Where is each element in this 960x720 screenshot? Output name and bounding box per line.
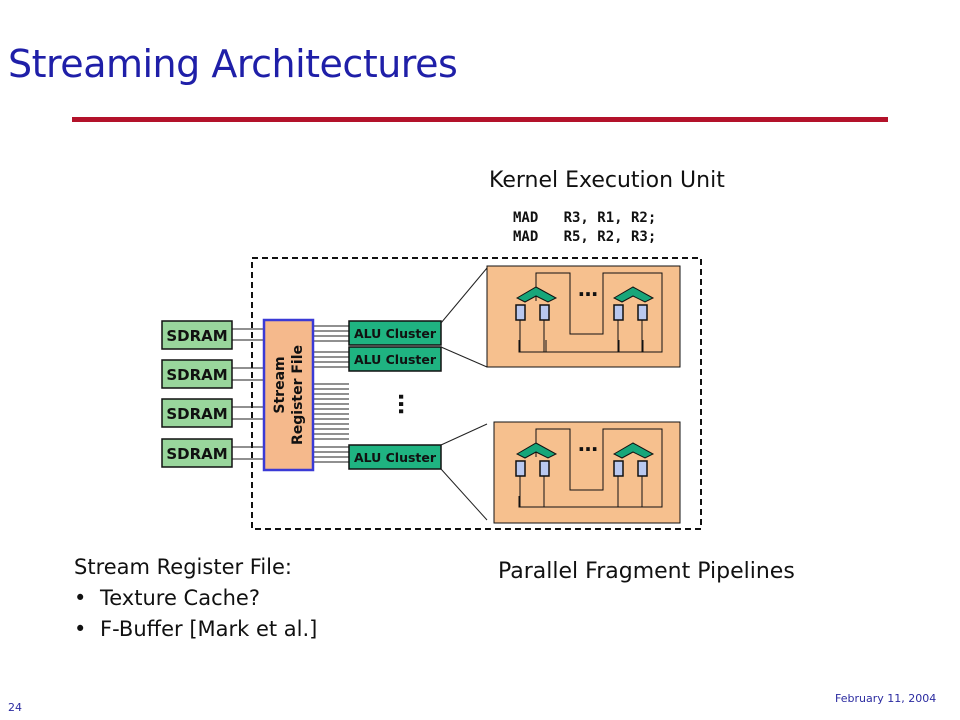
stream-register-file: Stream Register File (262, 318, 315, 472)
bullet-icon: • (74, 586, 87, 610)
pipeline-ellipsis: … (578, 432, 598, 456)
page-number: 24 (8, 701, 22, 714)
register-icon (515, 460, 526, 477)
slide-title: Streaming Architectures (8, 42, 458, 86)
notes-bullet-text: Texture Cache? (100, 586, 261, 610)
register-icon (539, 304, 550, 321)
sdram-bank-3: SDRAM (161, 398, 233, 428)
alu-cluster-2: ALU Cluster (348, 346, 442, 372)
pipeline-ellipsis: … (578, 277, 598, 301)
register-icon (637, 304, 648, 321)
alu-unit-icon (612, 442, 655, 459)
fragment-pipeline-top: … (486, 265, 681, 368)
title-rule (72, 117, 888, 122)
notes-bullet-list: • Texture Cache? • F-Buffer [Mark et al.] (74, 583, 317, 645)
register-icon (539, 460, 550, 477)
dashed-boundary (251, 257, 702, 530)
alu-cluster-label: ALU Cluster (354, 450, 437, 465)
alu-unit-icon (515, 442, 558, 459)
sdram-label: SDRAM (166, 405, 227, 423)
srf-label-line-1: Stream (272, 356, 288, 413)
register-icon (515, 304, 526, 321)
notes-bullet: • Texture Cache? (74, 583, 317, 614)
alu-cluster-1: ALU Cluster (348, 320, 442, 346)
notes-bullet-text: F-Buffer [Mark et al.] (100, 617, 318, 641)
code-line-2: MAD R5, R2, R3; (513, 229, 657, 245)
sdram-bank-2: SDRAM (161, 359, 233, 389)
bullet-icon: • (74, 617, 87, 641)
alu-cluster-label: ALU Cluster (354, 352, 437, 367)
notes-heading: Stream Register File: (74, 555, 293, 579)
sdram-label: SDRAM (166, 366, 227, 384)
notes-bullet: • F-Buffer [Mark et al.] (74, 614, 317, 645)
alu-unit-icon (515, 286, 558, 303)
sdram-links (232, 328, 264, 460)
srf-notes: Stream Register File: • Texture Cache? • F… (74, 552, 317, 645)
sdram-bank-1: SDRAM (161, 320, 233, 350)
fragment-pipeline-bottom: … (493, 421, 681, 524)
sdram-label: SDRAM (166, 445, 227, 463)
register-icon (637, 460, 648, 477)
parallel-fragment-pipelines-label: Parallel Fragment Pipelines (498, 559, 795, 584)
zoom-lines (440, 267, 488, 521)
slide-date: February 11, 2004 (835, 692, 937, 705)
alu-cluster-label: ALU Cluster (354, 326, 437, 341)
alu-cluster-ellipsis: … (393, 393, 418, 415)
srf-label-line-2: Register File (290, 345, 306, 445)
srf-alu-bus (314, 325, 349, 463)
register-icon (613, 460, 624, 477)
alu-unit-icon (612, 286, 655, 303)
kernel-execution-unit-label: Kernel Execution Unit (489, 168, 725, 193)
sdram-bank-4: SDRAM (161, 438, 233, 468)
code-line-1: MAD R3, R1, R2; (513, 210, 657, 226)
alu-cluster-3: ALU Cluster (348, 444, 442, 470)
sdram-label: SDRAM (166, 327, 227, 345)
register-icon (613, 304, 624, 321)
